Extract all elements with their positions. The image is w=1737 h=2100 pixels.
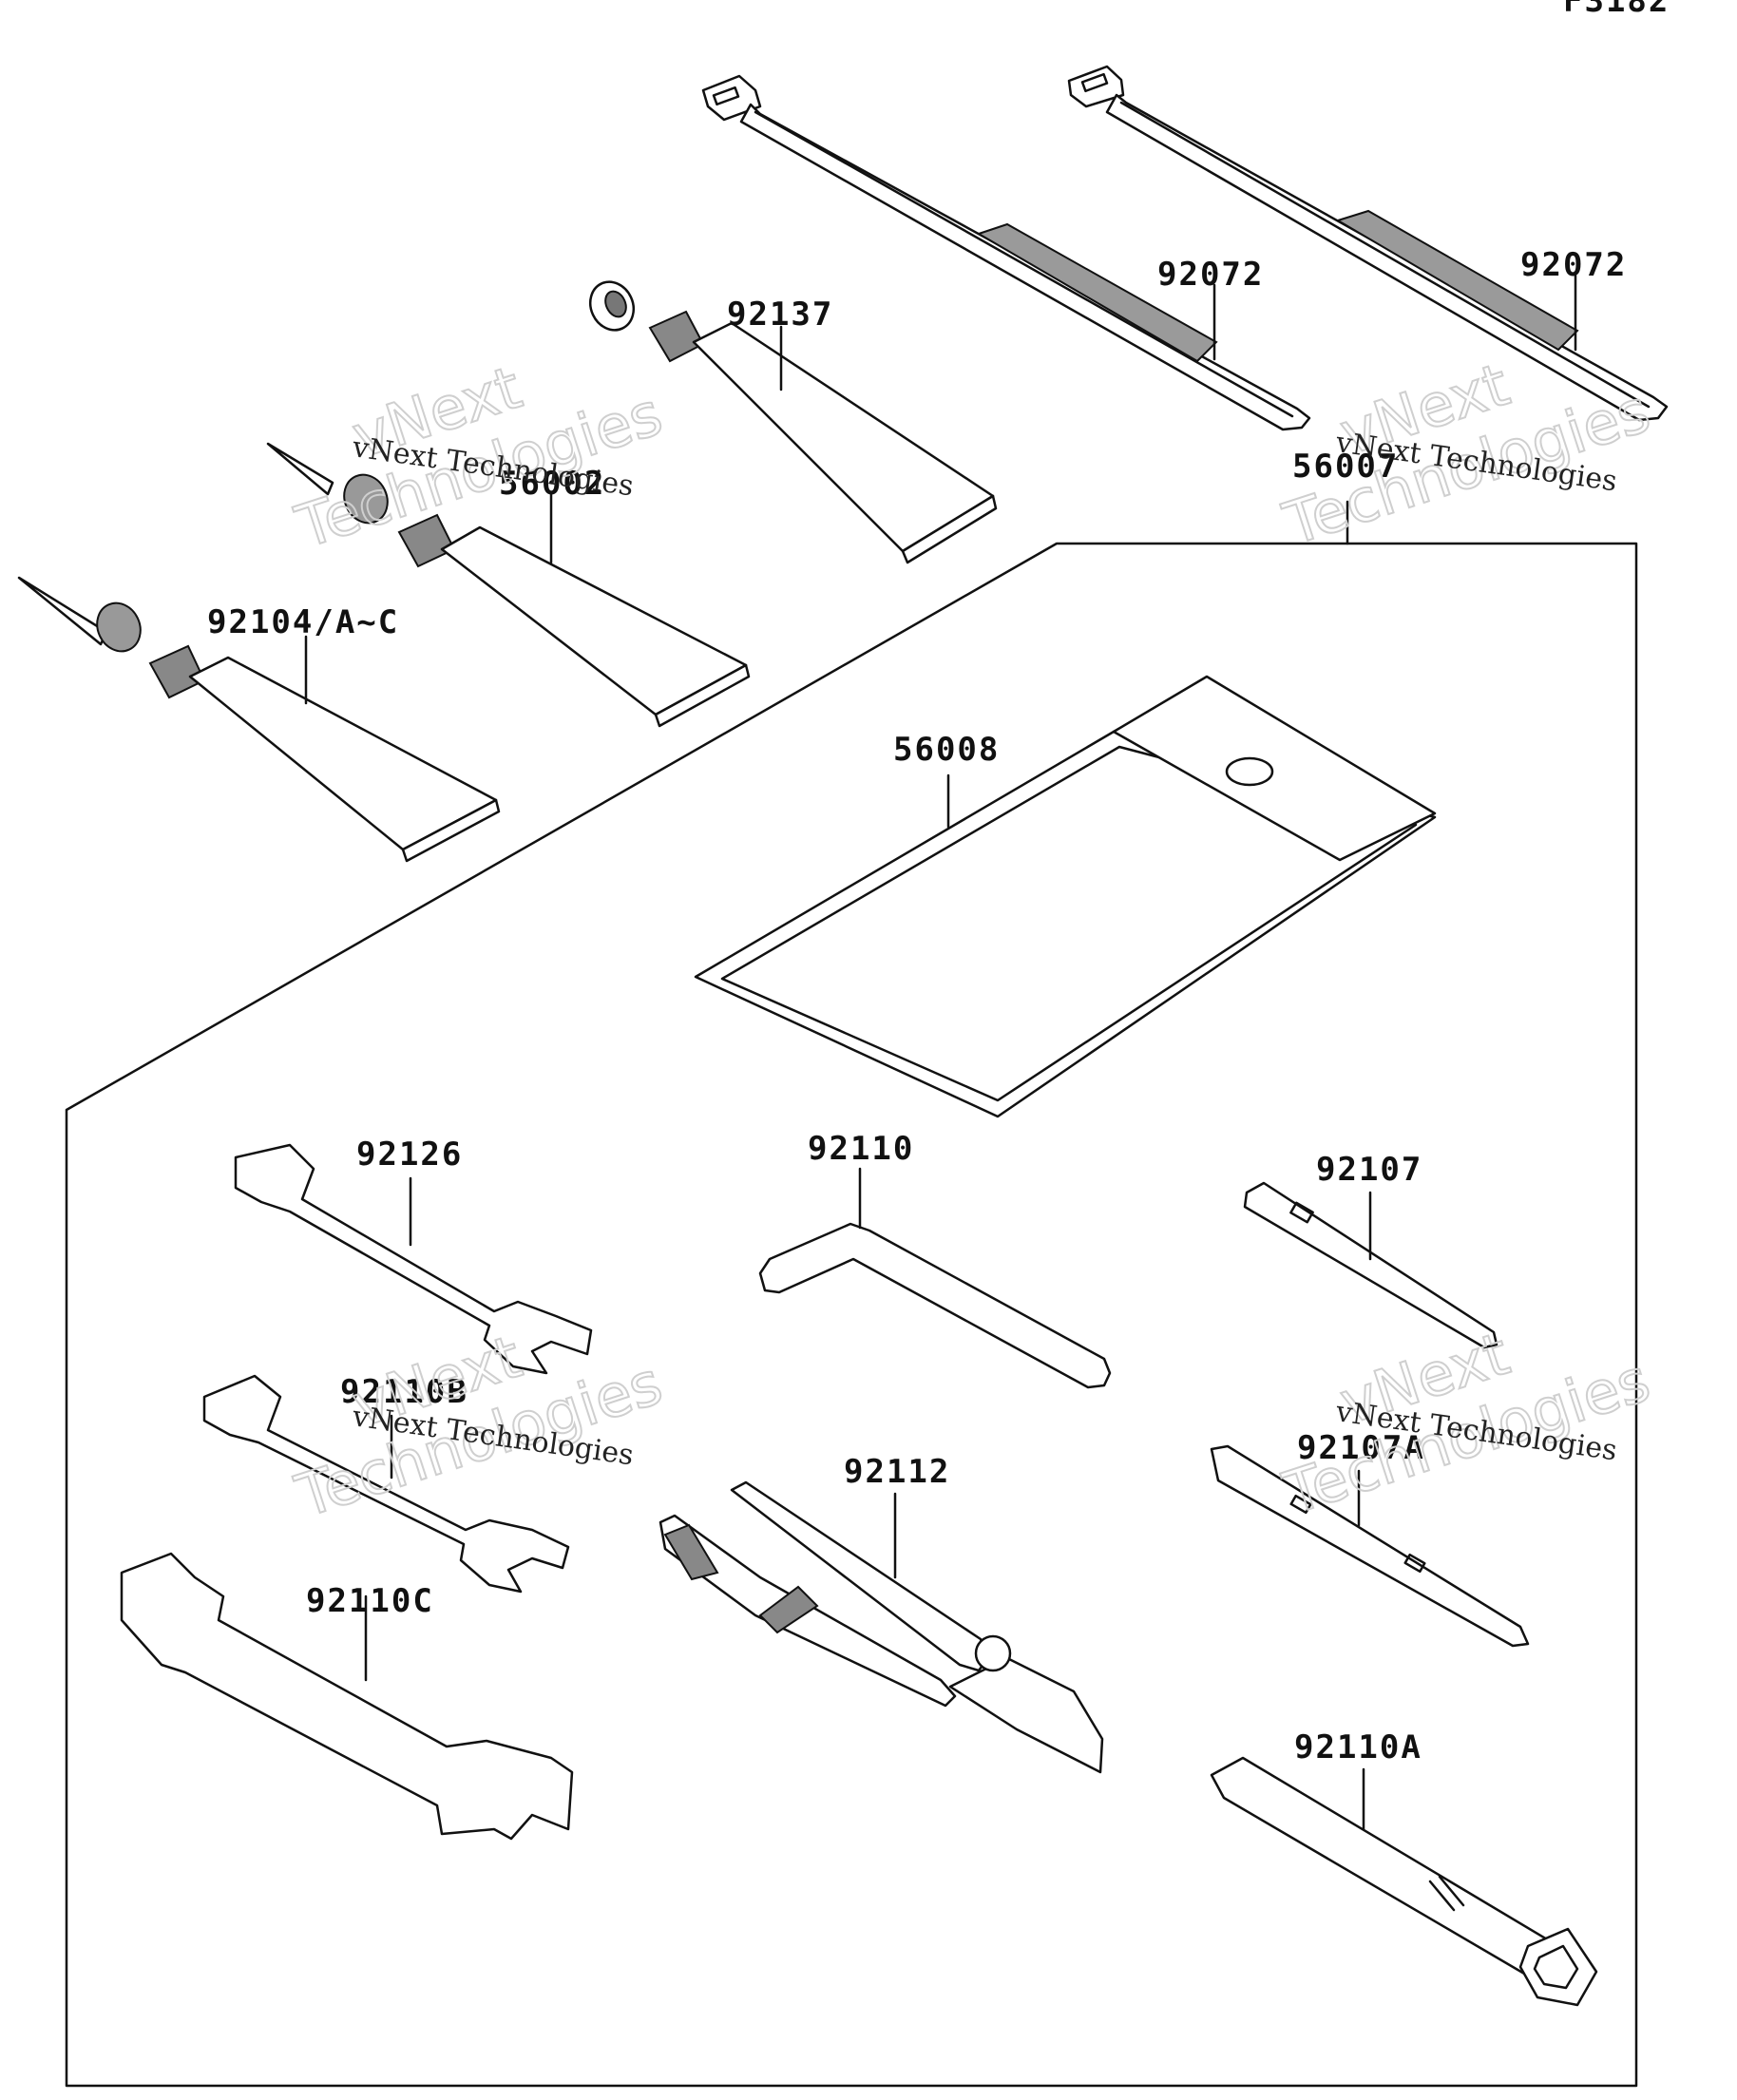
cable-tie-right <box>1067 65 1669 422</box>
label-pliers: 92112 <box>844 1453 950 1491</box>
screwdriver-92107 <box>1243 1181 1498 1349</box>
wrench-92110c <box>120 1552 574 1841</box>
cable-tie-left <box>701 74 1311 431</box>
toolkit-frame <box>65 542 1638 2088</box>
label-tie-left: 92072 <box>1157 256 1264 294</box>
watermark-bottom-left: vNext Technologies <box>287 1321 671 1532</box>
label-wrench-92110b: 92110B <box>340 1373 468 1411</box>
tube-top <box>588 280 998 564</box>
label-screwdriver-92107a: 92107A <box>1297 1429 1425 1467</box>
tool-pouch <box>694 675 1437 1118</box>
label-wrench-92126: 92126 <box>356 1136 463 1174</box>
label-tie-right: 92072 <box>1520 246 1627 284</box>
watermark-top-right: vNext Technologies <box>1274 349 1658 560</box>
box-wrench <box>1210 1756 1598 2007</box>
hex-key <box>758 1222 1112 1389</box>
label-tube-bottom: 92104/A~C <box>207 603 399 641</box>
label-toolkit: 56007 <box>1292 448 1399 486</box>
figure-code: F3182 <box>1563 0 1670 20</box>
label-tube-top: 92137 <box>727 296 833 334</box>
watermark-top-left: vNext Technologies <box>287 352 671 563</box>
tube-bottom <box>17 576 501 863</box>
label-wrench-92110c: 92110C <box>306 1582 434 1620</box>
wrench-92110b <box>202 1374 570 1594</box>
label-hex-key: 92110 <box>808 1130 914 1168</box>
screwdriver-92107a <box>1210 1444 1530 1648</box>
label-tube-middle: 56002 <box>499 465 605 503</box>
wrench-92126 <box>234 1143 593 1375</box>
label-screwdriver-92107: 92107 <box>1316 1151 1422 1189</box>
label-pouch: 56008 <box>893 731 1000 769</box>
tube-middle <box>266 442 751 728</box>
label-box-wrench: 92110A <box>1294 1728 1422 1766</box>
pliers <box>659 1480 1104 1774</box>
